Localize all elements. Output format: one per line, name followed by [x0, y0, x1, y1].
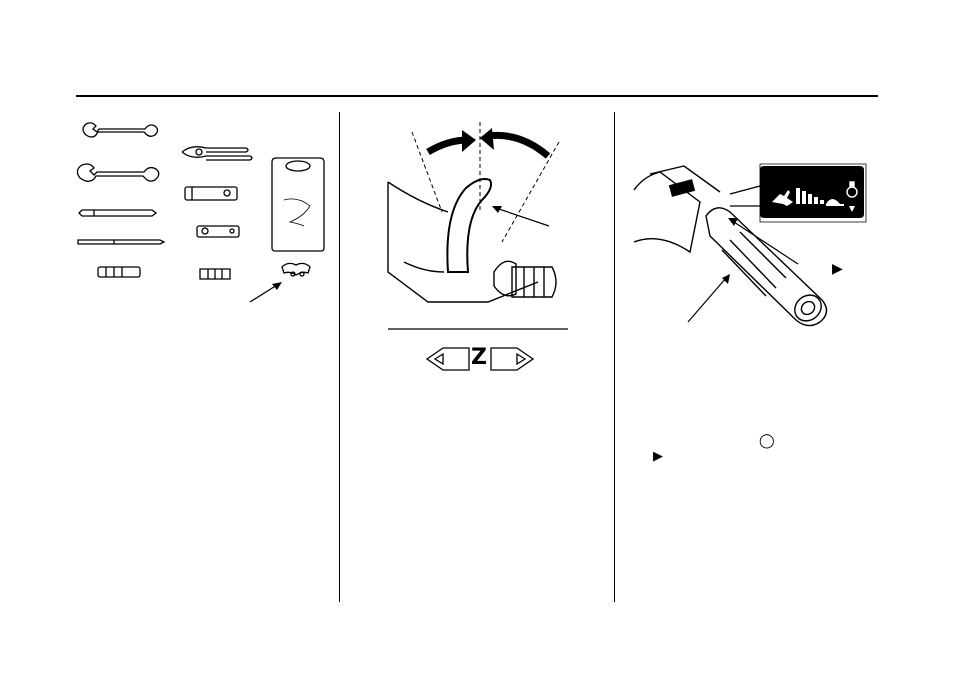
- symbol-z: Z: [471, 347, 487, 369]
- arrow-right-icon-1: ▶: [832, 262, 843, 276]
- leader-arrow-tool: [250, 282, 282, 302]
- spark-plug-wrench-small-icon: [197, 226, 239, 237]
- tool-kit-illustration: [72, 122, 332, 322]
- leader-arrow-mark: [728, 218, 798, 264]
- screwdriver-handle-bar-icon: [79, 210, 156, 216]
- header-rule: [76, 95, 878, 97]
- open-end-wrench-large-icon: [77, 164, 158, 181]
- open-end-wrench-small-icon: [83, 123, 158, 137]
- swing-arrow-left: [428, 130, 476, 152]
- leader-arrow-lever: [496, 208, 549, 226]
- reverse-arrow-icon: [427, 348, 469, 370]
- tool-bag-icon: [272, 158, 324, 251]
- leader-arrow-grip: [688, 274, 730, 322]
- swing-arrow-right: [480, 128, 548, 156]
- choke-symbol-icon: ◯: [759, 434, 775, 448]
- screwdriver-bit-icon: [78, 240, 164, 244]
- arrow-right-icon-2: ▶: [653, 450, 663, 463]
- column-divider-left: [339, 112, 340, 602]
- screwdriver-grip-icon: [98, 267, 140, 277]
- throttle-marks-inset: [758, 162, 868, 224]
- fuse-puller-icon: [200, 269, 230, 279]
- pliers-icon: [182, 147, 252, 160]
- handlebar-lever-illustration: [384, 122, 574, 332]
- column-divider-right: [614, 112, 615, 602]
- fuse-puller-tool-icon: [282, 263, 310, 276]
- spark-plug-wrench-large-icon: [185, 187, 237, 200]
- forward-arrow-icon: [491, 348, 533, 370]
